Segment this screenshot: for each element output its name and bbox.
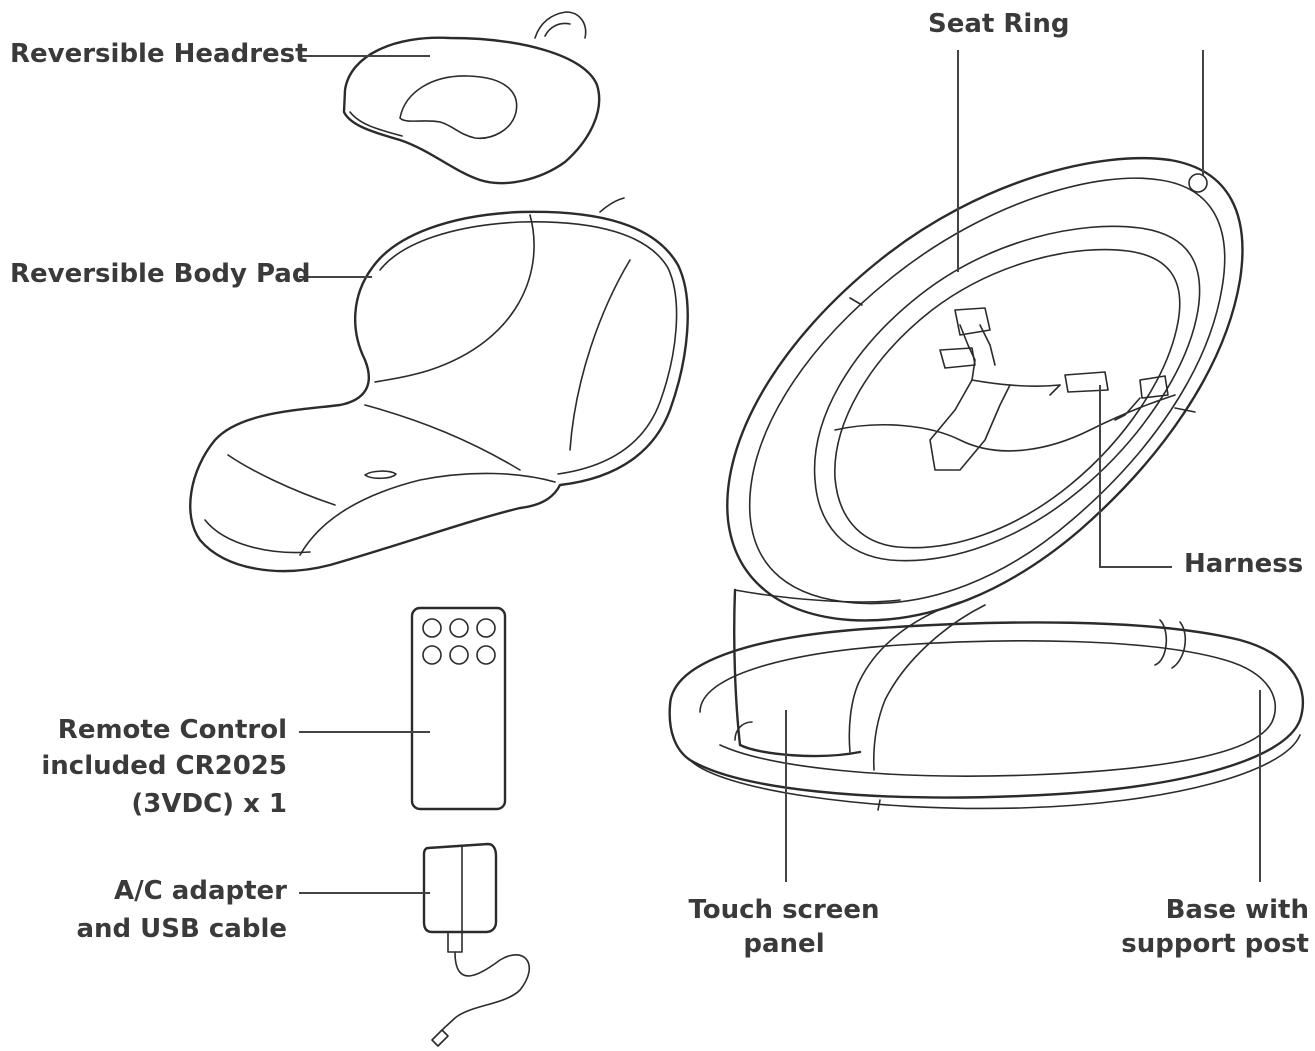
remote-label-line1: Remote Control	[57, 715, 287, 745]
headrest-illustration	[342, 11, 601, 185]
adapter-illustration	[422, 842, 531, 1047]
touch-panel-label-line1: Touch screen	[688, 895, 880, 925]
harness-leader	[1099, 385, 1172, 568]
swing-illustration	[668, 156, 1305, 811]
harness-label: Harness	[1184, 549, 1304, 579]
seat-ring-label: Seat Ring	[928, 9, 1070, 39]
body-pad-label: Reversible Body Pad	[10, 259, 311, 289]
headrest-label: Reversible Headrest	[10, 39, 308, 69]
adapter-label-line2: and USB cable	[76, 914, 287, 944]
remote-label-line3: (3VDC) x 1	[131, 789, 287, 819]
remote-label-line2: included CR2025	[41, 751, 287, 781]
touch-panel-label-line2: panel	[743, 929, 825, 959]
adapter-label-line1: A/C adapter	[114, 876, 287, 906]
body-pad-illustration	[189, 197, 689, 573]
base-label-line1: Base with	[1165, 895, 1309, 925]
remote-illustration	[410, 606, 507, 811]
leader-lines	[299, 50, 1261, 894]
base-label-line2: support post	[1121, 929, 1309, 959]
